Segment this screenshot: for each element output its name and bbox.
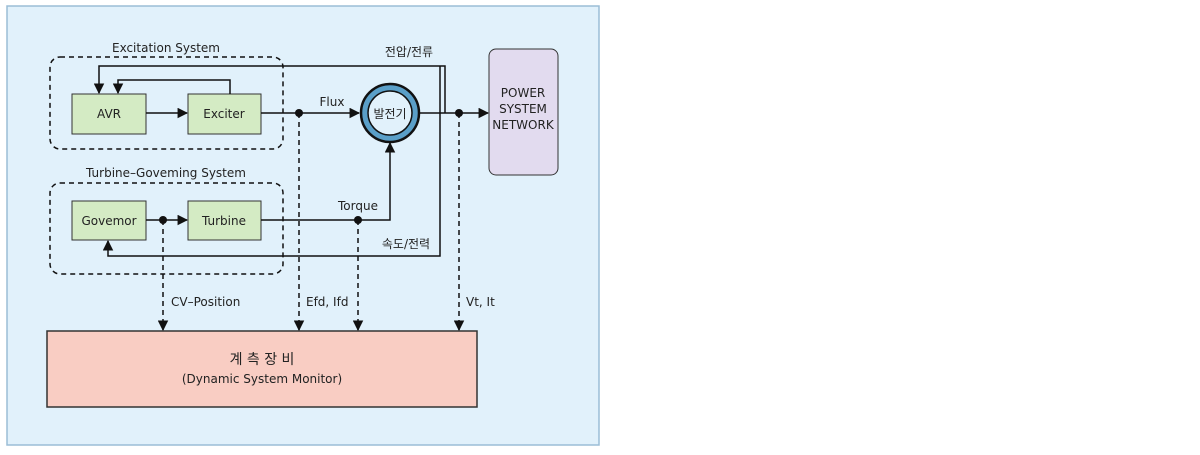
dynamic-system-monitor-block (46, 330, 478, 408)
turbine-label: Turbine (201, 214, 246, 228)
cv-position-label: CV–Position (171, 295, 240, 309)
output-junction-dot (455, 109, 463, 117)
excitation-group-box (49, 56, 284, 150)
torque-junction-dot (354, 216, 362, 224)
generator-label: 발전기 (373, 107, 406, 121)
speed-power-feedback-arrow (102, 66, 441, 257)
governor-block (71, 200, 147, 241)
torque-label: Torque (337, 199, 378, 213)
efd-ifd-label: Efd, Ifd (306, 295, 348, 309)
exciter-label: Exciter (203, 107, 244, 121)
monitor-title: 계 측 장 비 (230, 352, 295, 368)
avr-block (71, 93, 147, 135)
exciter-feedback-arrow (112, 79, 231, 95)
generator-inner (367, 90, 413, 136)
cv-junction-dot (159, 216, 167, 224)
turbine-group-box (49, 182, 284, 275)
network-label-line3: NETWORK (492, 118, 555, 132)
excitation-group-title: Excitation System (112, 41, 220, 55)
turbine-group-title: Turbine–Goveming System (85, 166, 246, 180)
network-label-line2: SYSTEM (499, 102, 547, 116)
vt-it-label: Vt, It (466, 295, 495, 309)
torque-arrow (261, 141, 396, 221)
speed-power-label: 속도/전력 (382, 237, 430, 251)
avr-label: AVR (97, 107, 121, 121)
voltage-current-label: 전압/전류 (385, 45, 433, 59)
governor-label: Govemor (81, 214, 136, 228)
voltage-current-feedback-arrow (93, 65, 446, 113)
exciter-block (187, 93, 262, 135)
monitor-subtitle: (Dynamic System Monitor) (182, 372, 342, 386)
flux-junction-dot (295, 109, 303, 117)
network-label-line1: POWER (501, 86, 545, 100)
flux-label: Flux (320, 95, 345, 109)
